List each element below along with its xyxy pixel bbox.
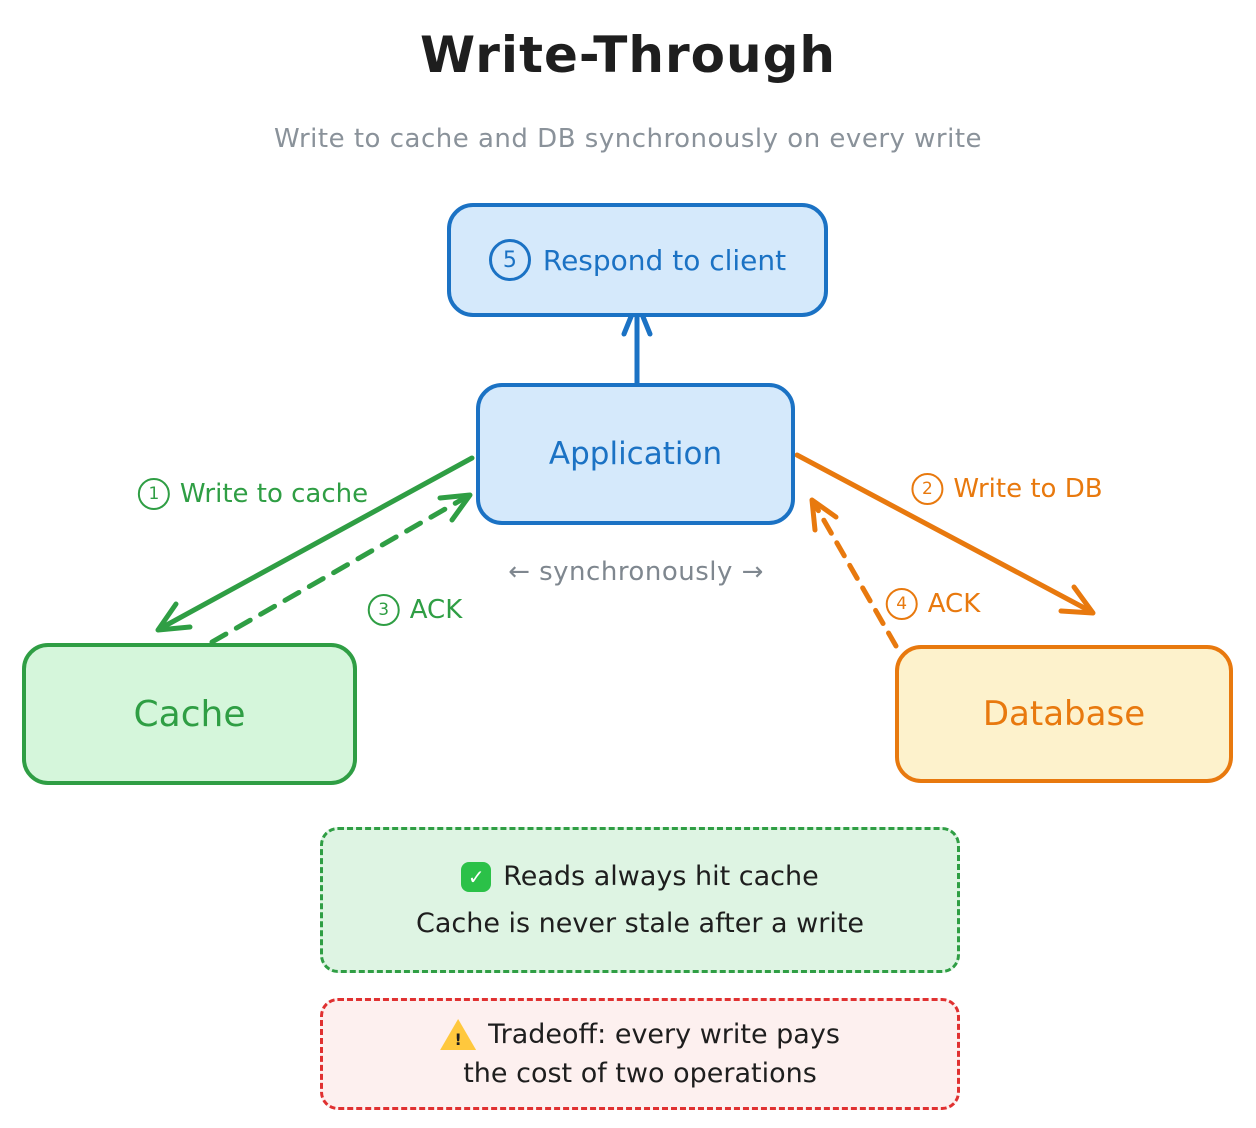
note-tradeoff-line1-text: Tradeoff: every write pays xyxy=(488,1019,840,1050)
check-icon: ✓ xyxy=(461,861,492,892)
node-application: Application xyxy=(476,383,795,525)
step-2-badge: 2 xyxy=(911,473,944,505)
arrow-ack-from-db xyxy=(809,497,899,649)
step-1-badge: 1 xyxy=(137,478,170,510)
step-3-badge: 3 xyxy=(367,594,400,626)
node-database-label: Database xyxy=(982,694,1146,734)
diagram-subtitle: Write to cache and DB synchronously on e… xyxy=(273,124,983,154)
warning-icon: ! xyxy=(440,1019,477,1050)
node-respond-label: Respond to client xyxy=(542,243,787,277)
note-tradeoff-line2: the cost of two operations xyxy=(463,1058,817,1089)
edge-label-ack-from-cache: 3 ACK xyxy=(367,594,463,626)
note-benefit-line2: Cache is never stale after a write xyxy=(416,908,864,939)
note-tradeoff: ! Tradeoff: every write pays the cost of… xyxy=(320,998,960,1110)
node-cache-label: Cache xyxy=(133,693,246,735)
step-4-badge: 4 xyxy=(885,588,918,620)
node-application-label: Application xyxy=(548,436,723,472)
edge-label-write-to-db: 2 Write to DB xyxy=(911,473,1103,505)
edge-label-ack-from-db-text: ACK xyxy=(927,589,981,619)
node-respond-to-client: 5 Respond to client xyxy=(447,203,828,317)
note-benefit-line2-text: Cache is never stale after a write xyxy=(415,908,865,939)
diagram-title: Write-Through xyxy=(420,26,836,84)
edge-label-write-to-db-text: Write to DB xyxy=(953,474,1103,504)
node-cache: Cache xyxy=(22,643,357,785)
edge-label-write-to-cache-text: Write to cache xyxy=(179,479,369,509)
edge-label-write-to-cache: 1 Write to cache xyxy=(137,478,369,510)
edge-label-synchronously: ← synchronously → xyxy=(508,557,764,587)
edge-label-ack-from-db: 4 ACK xyxy=(885,588,981,620)
note-benefit: ✓ Reads always hit cache Cache is never … xyxy=(320,827,960,973)
note-benefit-line1: ✓ Reads always hit cache xyxy=(461,861,819,892)
note-tradeoff-line1: ! Tradeoff: every write pays xyxy=(440,1019,840,1050)
edge-label-ack-from-cache-text: ACK xyxy=(409,595,463,625)
edge-label-synchronously-text: ← synchronously → xyxy=(508,557,764,587)
note-tradeoff-line2-text: the cost of two operations xyxy=(463,1058,817,1089)
step-5-badge: 5 xyxy=(488,239,531,281)
node-database: Database xyxy=(895,645,1233,783)
note-benefit-line1-text: Reads always hit cache xyxy=(503,861,819,892)
